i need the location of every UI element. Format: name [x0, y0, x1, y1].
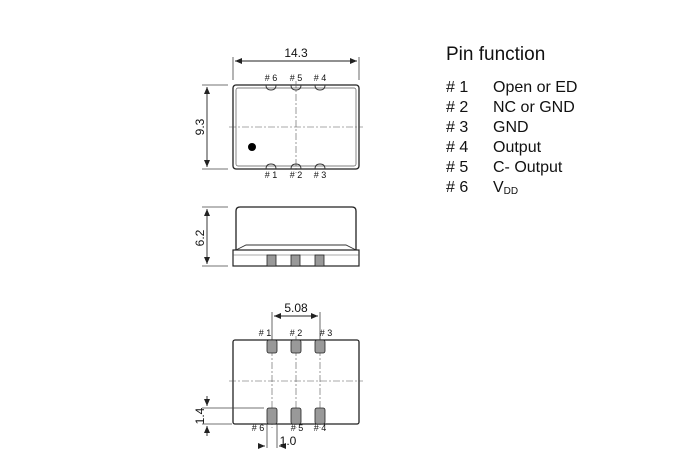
top-pin-label-3: # 3	[314, 170, 327, 180]
side-view: 6.2	[193, 206, 360, 267]
top-pin-label-4: # 4	[314, 73, 327, 83]
bottom-pad-6	[266, 407, 278, 425]
pin-description: NC or GND	[493, 99, 575, 116]
top-width-dim-label: 14.3	[284, 46, 308, 60]
top-pin-label-6: # 6	[265, 73, 278, 83]
top-view: 14.3 9.3 # 6 # 5 # 4 # 1 # 2 # 3	[193, 46, 363, 180]
side-pad-2	[290, 254, 301, 267]
vdd-subscript: DD	[503, 186, 519, 197]
side-pad-1	[266, 254, 277, 267]
bottom-pad-2	[290, 339, 302, 354]
bottom-pin-label-4: # 4	[314, 423, 327, 433]
side-height-dim-label: 6.2	[193, 229, 207, 246]
bottom-pin-label-3: # 3	[320, 328, 333, 338]
pin-number: # 4	[446, 139, 469, 156]
top-height-dim-label: 9.3	[193, 118, 207, 135]
side-pad-3	[314, 254, 325, 267]
pad-width-dim-label: 1.0	[280, 434, 297, 448]
pin-description: Open or ED	[493, 79, 578, 96]
bottom-pad-4	[314, 407, 326, 425]
vdd-main-text: V	[493, 179, 504, 196]
pin-number: # 3	[446, 119, 469, 136]
top-pin-label-1: # 1	[265, 170, 278, 180]
pin-number: # 1	[446, 79, 469, 96]
bottom-pad-1	[266, 339, 278, 354]
bottom-pin-label-2: # 2	[290, 328, 303, 338]
bottom-pad-3	[314, 339, 326, 354]
bottom-pin-label-5: # 5	[291, 423, 304, 433]
pitch-dim-label: 5.08	[284, 301, 308, 315]
pin-number: # 2	[446, 99, 469, 116]
side-cap-outline	[235, 206, 357, 250]
bottom-view: 5.08 # 1 # 2 # 3 # 6 # 5 # 4 1.4	[193, 301, 363, 449]
pin-function-title: Pin function	[446, 44, 546, 65]
top-pin-label-5: # 5	[290, 73, 303, 83]
pin-number: # 6	[446, 179, 469, 196]
pin-description: C- Output	[493, 159, 563, 176]
pad-length-dim-label: 1.4	[193, 407, 207, 424]
pin-description: VDD	[493, 178, 518, 202]
bottom-pad-5	[290, 407, 302, 425]
bottom-pin-label-1: # 1	[259, 328, 272, 338]
pin-description: GND	[493, 119, 529, 136]
top-pin-label-2: # 2	[290, 170, 303, 180]
pin-number: # 5	[446, 159, 469, 176]
bottom-pin-label-6: # 6	[252, 423, 265, 433]
pin-description: Output	[493, 139, 542, 156]
pin1-marker-dot	[248, 143, 256, 151]
